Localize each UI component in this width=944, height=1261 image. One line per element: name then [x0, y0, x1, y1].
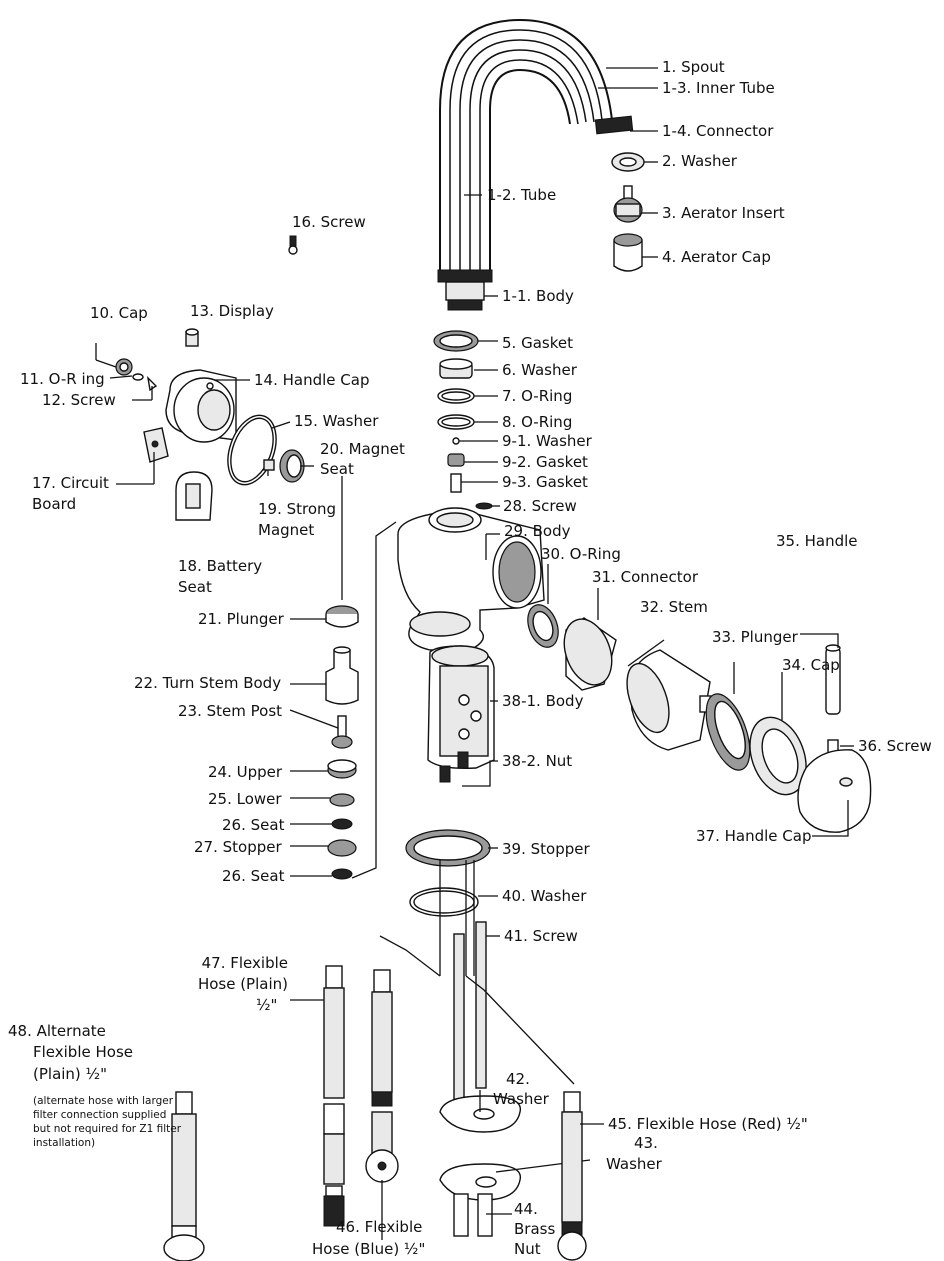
label-lower-25: 25. Lower [208, 790, 282, 808]
label-handle-cap-14: 14. Handle Cap [254, 371, 370, 389]
label-strong-magnet-a: 19. Strong [258, 500, 337, 518]
label-cap-10: 10. Cap [90, 304, 148, 322]
label-hose-47a: 47. Flexible [201, 954, 288, 972]
hose-46-blue [365, 969, 399, 1240]
label-hose-45: 45. Flexible Hose (Red) ½" [608, 1115, 808, 1133]
seal-stack [433, 330, 498, 493]
label-gasket-9-2: 9-2. Gasket [502, 453, 588, 471]
label-screw-36: 36. Screw [858, 737, 932, 755]
label-inner-tube: 1-3. Inner Tube [662, 79, 775, 97]
body-38-part [427, 645, 498, 787]
label-washer-40: 40. Washer [502, 887, 587, 905]
aerator-cap-part [613, 233, 658, 272]
label-battery-seat-a: 18. Battery [178, 557, 263, 575]
label-brass-nut-a: 44. [514, 1200, 538, 1218]
label-stem-post: 23. Stem Post [178, 702, 283, 720]
label-hose-48a: 48. Alternate [8, 1022, 106, 1040]
label-washer-42b: Washer [493, 1090, 549, 1108]
body-29-part [397, 502, 545, 651]
label-stem-32: 32. Stem [640, 598, 708, 616]
label-brass-nut-c: Nut [514, 1240, 541, 1258]
hose-48-alternate [163, 1091, 205, 1261]
label-stopper-39: 39. Stopper [502, 840, 590, 858]
label-strong-magnet-b: Magnet [258, 521, 315, 539]
right-cartridge-assembly [527, 564, 872, 837]
label-hose-48c: (Plain) ½" [33, 1065, 107, 1083]
label-o-ring-7: 7. O-Ring [502, 387, 573, 405]
hose-45-red [557, 1091, 604, 1261]
label-handle-cap-37: 37. Handle Cap [696, 827, 812, 845]
left-handle-assembly [115, 328, 305, 521]
label-body-38-1: 38-1. Body [502, 692, 584, 710]
alternate-hose-note: (alternate hose with larger filter conne… [33, 1095, 182, 1149]
label-washer-43a: 43. [634, 1134, 658, 1152]
turn-stem-stack [289, 605, 359, 880]
label-washer-6: 6. Washer [502, 361, 577, 379]
label-plunger-33: 33. Plunger [712, 628, 798, 646]
spout-part [437, 18, 634, 311]
label-nut-38-2: 38-2. Nut [502, 752, 573, 770]
label-o-ring-30: 30. O-Ring [541, 545, 621, 563]
label-plunger-21: 21. Plunger [198, 610, 284, 628]
label-circuit-board-b: Board [32, 495, 77, 513]
label-battery-seat-b: Seat [178, 578, 212, 596]
label-washer-2: 2. Washer [662, 152, 737, 170]
label-brass-nut-b: Brass [514, 1220, 556, 1238]
label-body-1-1: 1-1. Body [502, 287, 574, 305]
label-upper-24: 24. Upper [208, 763, 283, 781]
label-cap-34: 34. Cap [782, 656, 840, 674]
label-aerator-insert: 3. Aerator Insert [662, 204, 785, 222]
label-hose-48b: Flexible Hose [33, 1043, 133, 1061]
label-handle-35: 35. Handle [776, 532, 858, 550]
label-washer-43b: Washer [606, 1155, 662, 1173]
label-screw-41: 41. Screw [504, 927, 578, 945]
label-display: 13. Display [190, 302, 274, 320]
label-aerator-cap: 4. Aerator Cap [662, 248, 771, 266]
label-turn-stem-body: 22. Turn Stem Body [134, 674, 282, 692]
screw-rods-41 [379, 860, 575, 1101]
label-hose-46a: 46. Flexible [336, 1218, 423, 1236]
label-o-ring-8: 8. O-Ring [502, 413, 573, 431]
label-screw-12: 12. Screw [42, 391, 116, 409]
label-magnet-seat-20a: 20. Magnet [320, 440, 405, 458]
aerator-insert-part [613, 185, 658, 223]
label-magnet-seat-20b: Seat [320, 460, 354, 478]
label-washer-15: 15. Washer [294, 412, 379, 430]
label-seat-26a: 26. Seat [222, 816, 285, 834]
mounting-washers [439, 1090, 591, 1237]
label-gasket-9-3: 9-3. Gasket [502, 473, 588, 491]
label-circuit-board-a: 17. Circuit [32, 474, 109, 492]
label-connector-1-4: 1-4. Connector [662, 122, 774, 140]
label-screw-16: 16. Screw [292, 213, 366, 231]
label-hose-47b: Hose (Plain) [197, 975, 288, 993]
label-body-29: 29. Body [504, 522, 571, 540]
label-seat-26b: 26. Seat [222, 867, 285, 885]
label-gasket-5: 5. Gasket [502, 334, 573, 352]
label-hose-47c: ½" [256, 996, 278, 1014]
label-spout: 1. Spout [662, 58, 725, 76]
label-tube: 1-2. Tube [487, 186, 557, 204]
hose-47-plain [290, 965, 345, 1227]
label-hose-46b: Hose (Blue) ½" [312, 1240, 426, 1258]
screw-16-part [288, 235, 298, 255]
label-stopper-27: 27. Stopper [194, 838, 282, 856]
label-washer-42a: 42. [506, 1070, 530, 1088]
label-washer-9-1: 9-1. Washer [502, 432, 592, 450]
label-o-ring-11: 11. O-R ing [20, 370, 105, 388]
label-connector-31: 31. Connector [592, 568, 698, 586]
label-screw-28: 28. Screw [503, 497, 577, 515]
